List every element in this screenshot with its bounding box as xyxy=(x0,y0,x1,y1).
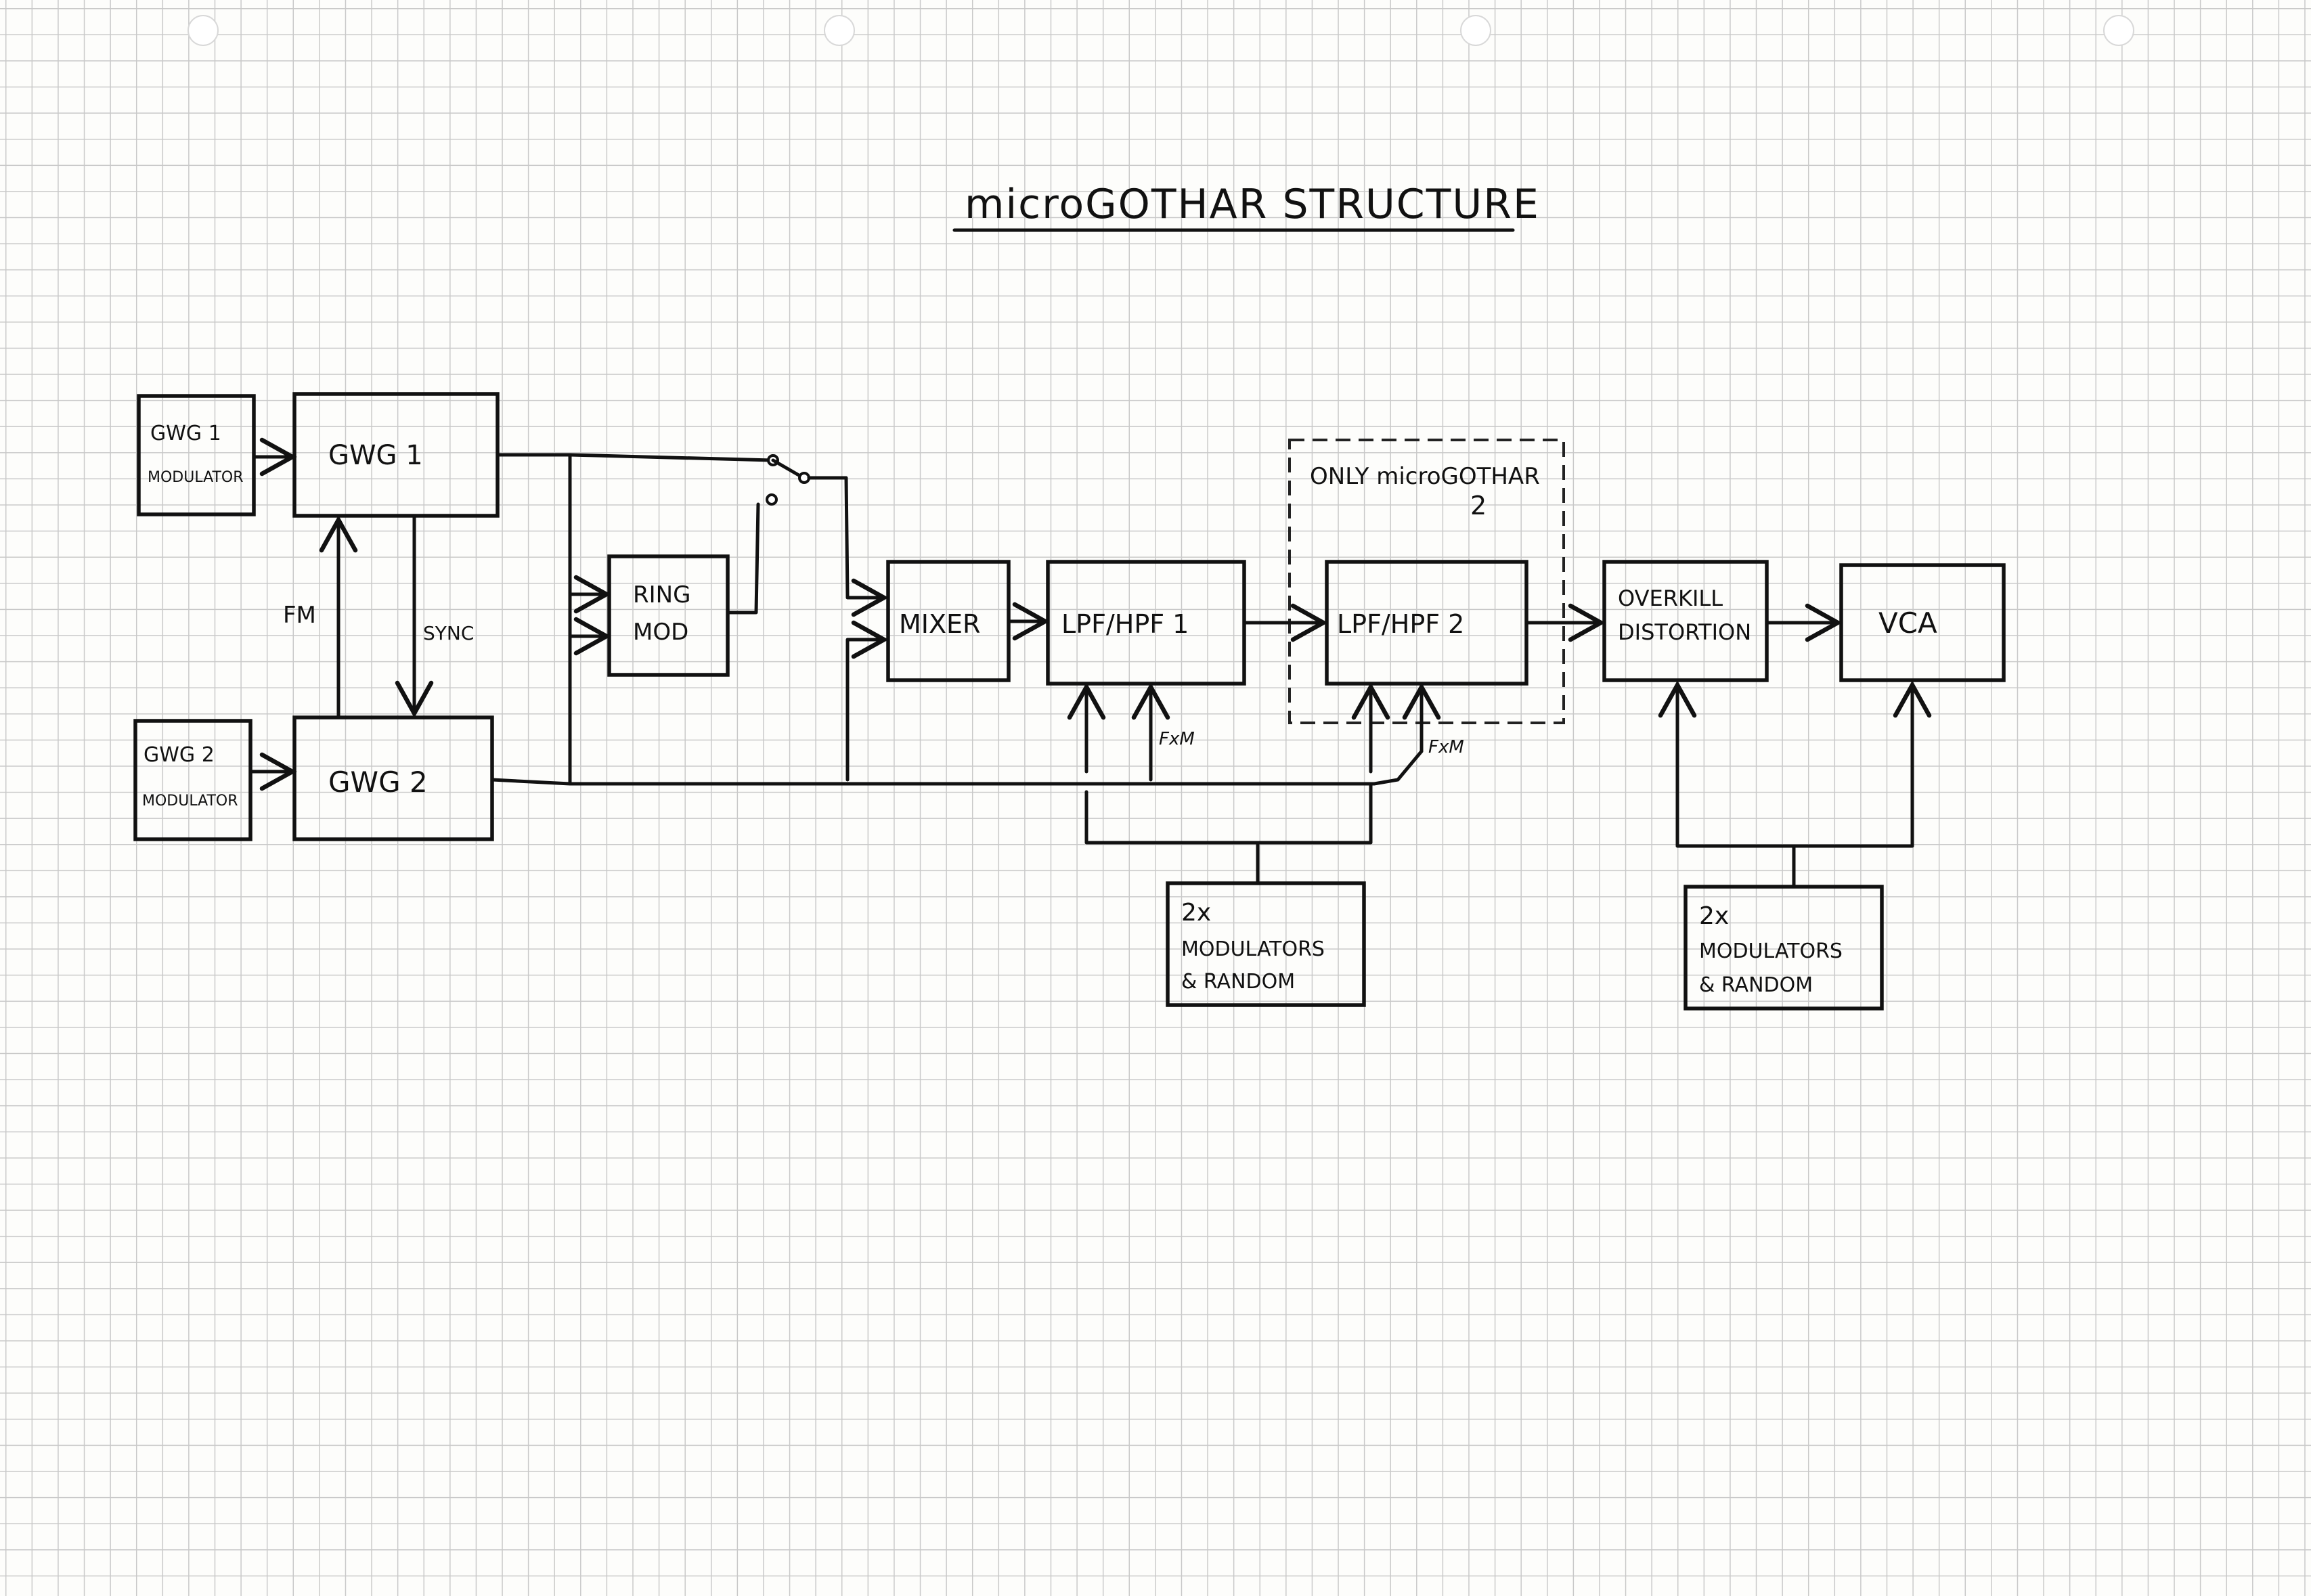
binder-hole xyxy=(2103,15,2134,46)
block-label: GWG 1 xyxy=(150,422,221,445)
fxm-label: FxM xyxy=(1159,729,1195,749)
block-label: MIXER xyxy=(899,609,980,639)
block-modulators-random-1: 2x MODULATORS & RANDOM xyxy=(1166,881,1366,1007)
block-overkill-distortion: OVERKILL DISTORTION xyxy=(1602,560,1769,682)
block-label: MODULATORS xyxy=(1181,937,1325,961)
wire-modrand2-tree xyxy=(1675,685,1914,889)
diagram-title: microGOTHAR STRUCTURE xyxy=(965,181,1540,228)
wire-fxm-feed xyxy=(1372,749,1424,786)
binder-hole xyxy=(1460,15,1491,46)
block-gwg2-modulator: GWG 2 MODULATOR xyxy=(133,719,252,841)
block-label: RING xyxy=(633,581,690,608)
block-label: MODULATORS xyxy=(1699,939,1843,963)
block-label: VCA xyxy=(1878,606,1937,640)
wire-gwg1-out xyxy=(496,453,774,462)
block-label: GWG 2 xyxy=(144,743,215,767)
block-label: GWG 1 xyxy=(328,440,423,471)
block-label: MODULATOR xyxy=(142,793,238,810)
switch-terminal xyxy=(766,493,778,506)
microgothar2-only-region xyxy=(1288,439,1565,724)
block-label: 2x xyxy=(1181,899,1211,927)
block-ring-mod: RING MOD xyxy=(607,554,730,677)
block-label: & RANDOM xyxy=(1699,973,1813,997)
block-lpf-hpf-2: LPF/HPF 2 xyxy=(1325,560,1528,686)
block-label: GWG 2 xyxy=(328,766,428,799)
block-gwg1: GWG 1 xyxy=(292,392,500,518)
block-gwg2: GWG 2 xyxy=(292,715,494,841)
block-label: MODULATOR xyxy=(148,469,244,486)
fxm-label: FxM xyxy=(1428,737,1464,757)
switch-lever xyxy=(771,458,801,477)
wire-switch-out xyxy=(807,476,889,617)
wire-gwg2-bus xyxy=(490,778,1376,786)
block-modulators-random-2: 2x MODULATORS & RANDOM xyxy=(1683,885,1884,1011)
block-gwg1-modulator: GWG 1 MODULATOR xyxy=(137,394,256,516)
block-label: & RANDOM xyxy=(1181,970,1295,994)
block-label: LPF/HPF 1 xyxy=(1061,609,1189,639)
arrow-bus-to-mixer xyxy=(845,620,889,782)
block-mixer: MIXER xyxy=(886,560,1011,682)
binder-hole xyxy=(824,15,855,46)
block-label: MOD xyxy=(633,619,688,646)
block-label: LPF/HPF 2 xyxy=(1337,609,1464,639)
sync-label: SYNC xyxy=(423,622,474,644)
block-label: OVERKILL xyxy=(1618,585,1723,611)
block-vca: VCA xyxy=(1839,563,2006,682)
region-label: 2 xyxy=(1470,491,1487,520)
region-label: ONLY microGOTHAR xyxy=(1310,463,1540,490)
binder-hole xyxy=(188,15,219,46)
block-label: 2x xyxy=(1699,902,1729,930)
wire-ring-out xyxy=(726,502,760,615)
block-lpf-hpf-1: LPF/HPF 1 xyxy=(1046,560,1246,686)
block-label: DISTORTION xyxy=(1618,619,1751,645)
fm-label: FM xyxy=(283,602,316,629)
wire-modrand1-tree xyxy=(1084,783,1373,885)
